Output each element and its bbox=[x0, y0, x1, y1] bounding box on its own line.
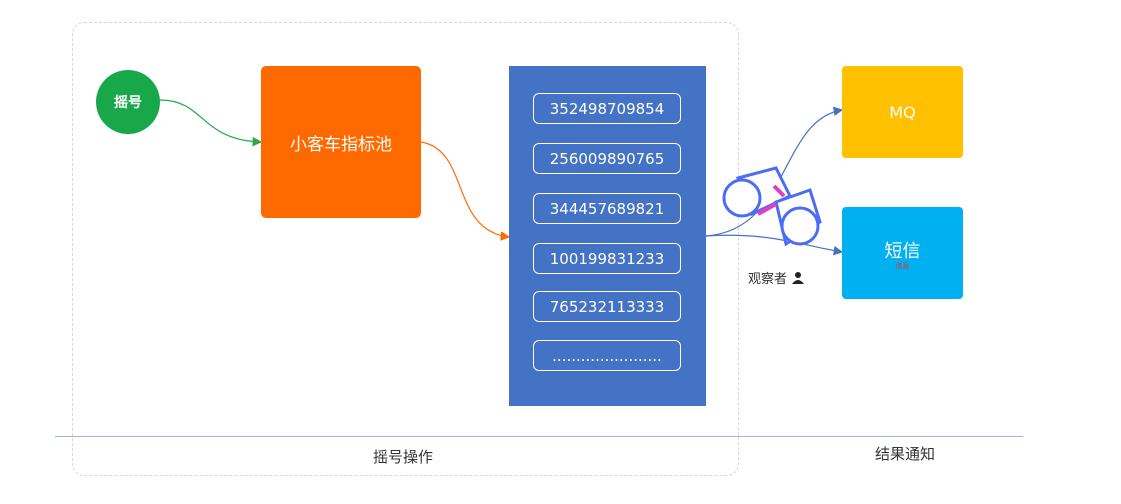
section-divider bbox=[55, 436, 1023, 437]
number-list-panel: 352498709854 256009890765 344457689821 1… bbox=[509, 66, 706, 406]
observer-label: 观察者 bbox=[748, 272, 788, 287]
binoculars-icon bbox=[722, 166, 822, 247]
operation-group-frame bbox=[72, 22, 739, 476]
observer-caption: 观察者 bbox=[748, 268, 805, 287]
number-item: 765232113333 bbox=[533, 291, 681, 322]
arrow-pool-to-numbers bbox=[420, 141, 511, 241]
number-item: 100199831233 bbox=[533, 243, 681, 274]
number-item: 344457689821 bbox=[533, 193, 681, 224]
section-caption-operation: 摇号操作 bbox=[372, 448, 433, 466]
sms-sublabel: 信息 bbox=[895, 262, 910, 270]
mq-target-node: MQ bbox=[842, 66, 963, 158]
quota-pool-node: 小客车指标池 bbox=[261, 66, 421, 218]
arrow-numbers-to-sms bbox=[705, 234, 844, 256]
number-item: 352498709854 bbox=[533, 93, 681, 124]
person-icon bbox=[792, 272, 805, 284]
arrow-start-to-pool bbox=[159, 99, 263, 147]
section-caption-notify: 结果通知 bbox=[874, 445, 935, 463]
start-lottery-label: 摇号 bbox=[114, 95, 142, 111]
mq-label: MQ bbox=[889, 102, 916, 122]
number-item: 256009890765 bbox=[533, 143, 681, 174]
start-lottery-node: 摇号 bbox=[96, 70, 160, 134]
quota-pool-label: 小客车指标池 bbox=[290, 134, 392, 155]
arrow-numbers-to-mq bbox=[705, 106, 844, 237]
number-item-ellipsis: ....................... bbox=[533, 340, 681, 371]
sms-label: 短信 bbox=[884, 241, 921, 262]
sms-target-node: 短信 信息 bbox=[842, 207, 963, 299]
